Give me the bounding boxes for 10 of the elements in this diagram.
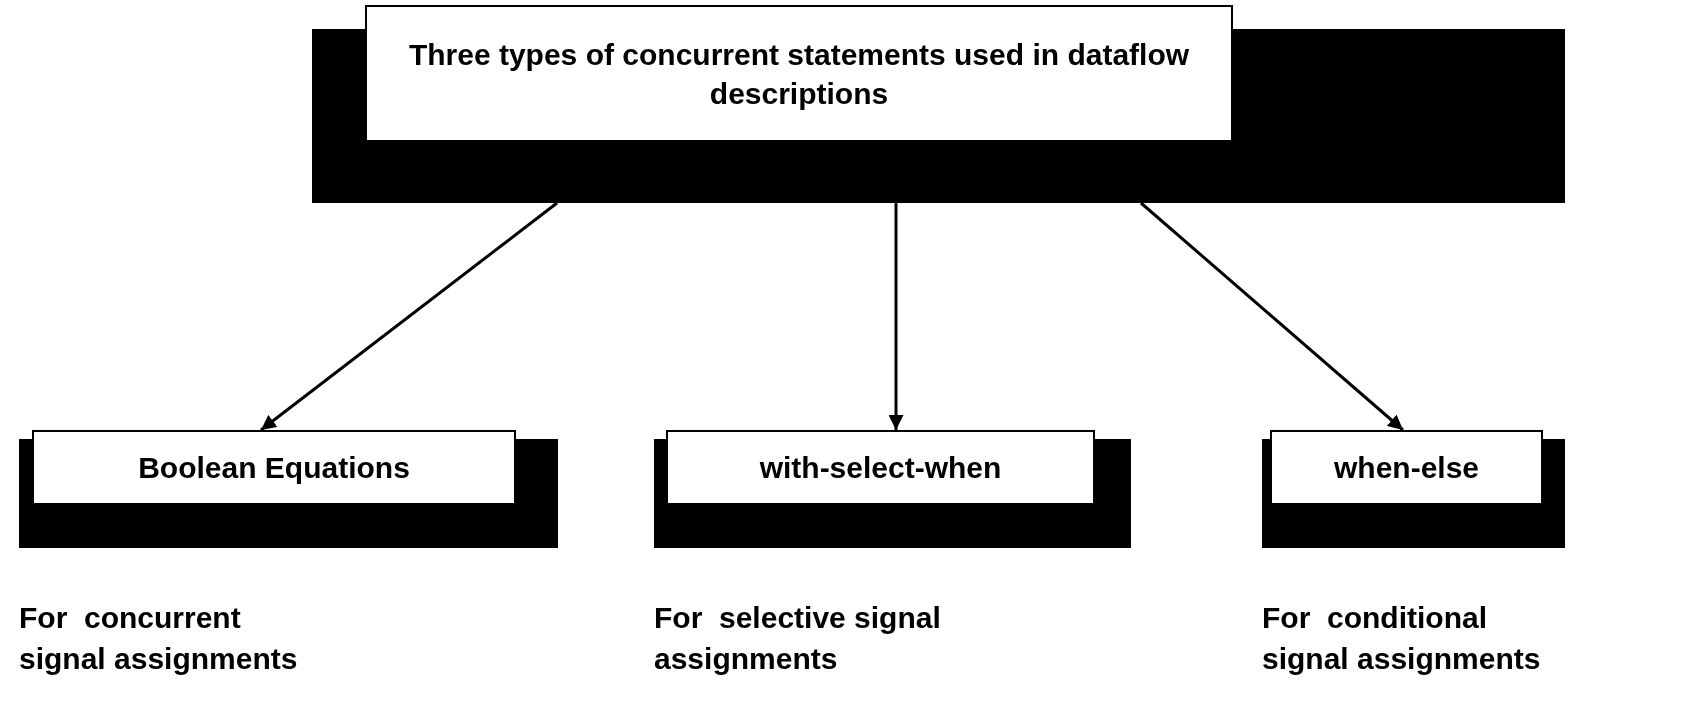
title-box: with-select-when <box>666 430 1095 505</box>
description-text: For selective signal assignments <box>654 600 942 677</box>
description-text: For concurrent signal assignments <box>19 600 299 677</box>
title-box: Three types of concurrent statements used in dataflow descriptions <box>365 5 1233 142</box>
description-text: For conditional signal assignments <box>1262 600 1542 677</box>
arrow <box>1140 201 1404 432</box>
title-box: Boolean Equations <box>32 430 516 505</box>
arrow <box>888 203 904 430</box>
title-box: when-else <box>1270 430 1543 505</box>
arrow <box>260 201 558 432</box>
